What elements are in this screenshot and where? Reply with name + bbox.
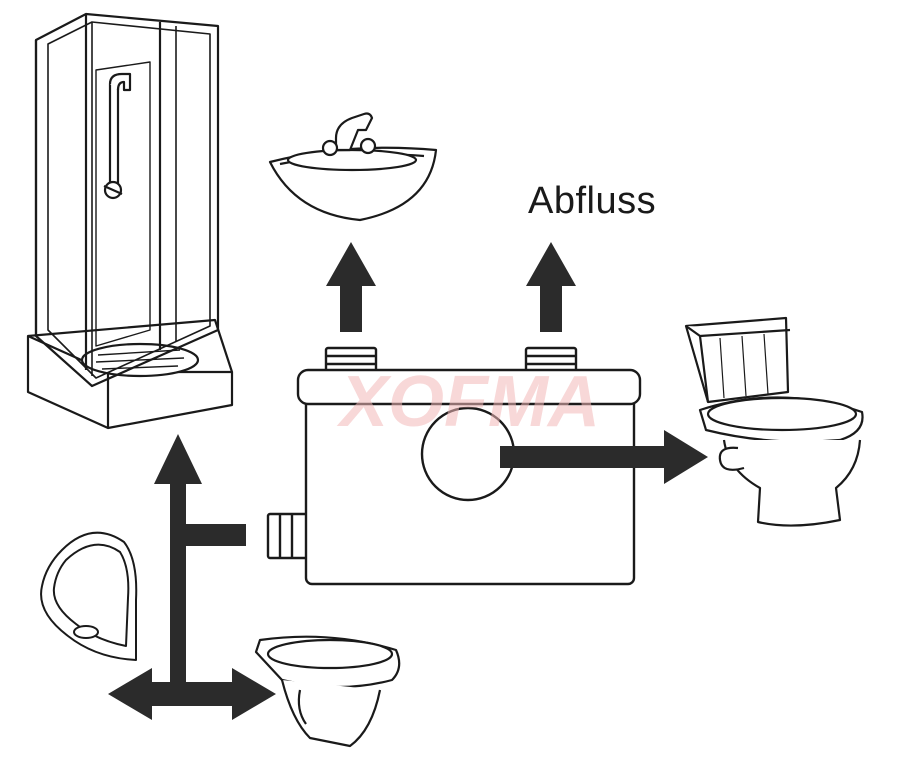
pump-lid — [296, 368, 642, 406]
bidet-icon — [254, 635, 401, 748]
side-inlet — [266, 512, 310, 560]
urinal-icon — [40, 531, 138, 661]
outlet-label: Abfluss — [528, 180, 657, 222]
arrow-up-basin — [326, 242, 376, 332]
washbasin-icon — [268, 112, 438, 222]
watermark: XOFMA — [336, 362, 600, 442]
pump-unit — [266, 346, 642, 586]
arrows — [108, 242, 708, 720]
toilet-icon — [684, 316, 864, 527]
outlet-nozzle-left — [324, 346, 378, 376]
arrow-inlet-system — [108, 434, 276, 720]
arrow-up-outlet — [526, 242, 576, 332]
arrow-right-toilet — [500, 430, 708, 484]
shower-icon — [26, 12, 234, 430]
